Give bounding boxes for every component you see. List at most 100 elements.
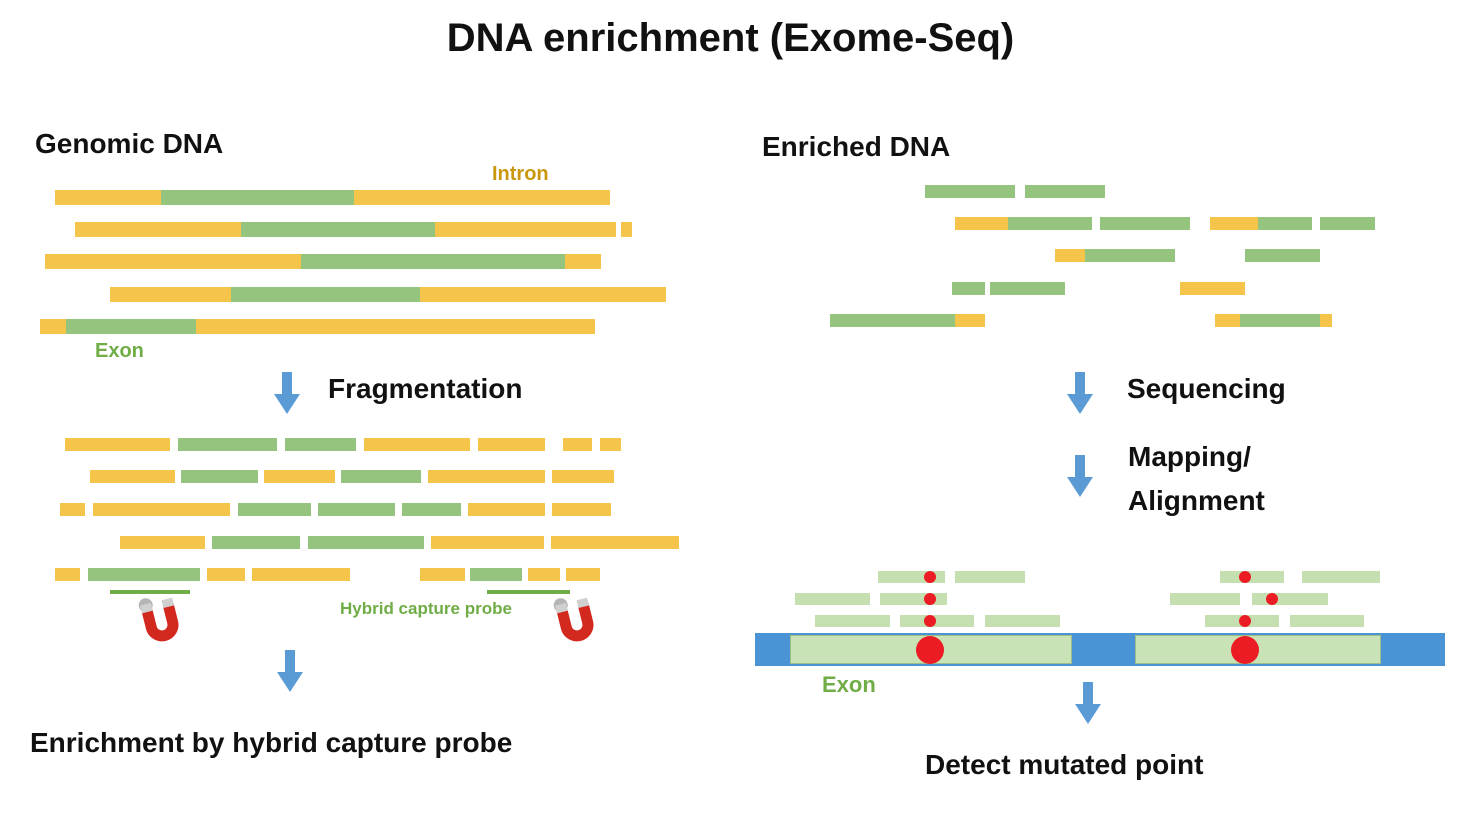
genomic-intron-segment	[565, 254, 601, 269]
enriched-exon-segment	[1008, 217, 1092, 230]
genomic-intron-segment	[354, 190, 610, 205]
fragment-intron-segment	[468, 503, 545, 516]
enriched-exon-segment	[830, 314, 955, 327]
aligned-read	[1170, 593, 1240, 605]
enriched-intron-segment	[1320, 314, 1332, 327]
fragment-intron-segment	[551, 536, 679, 549]
aligned-read	[1290, 615, 1364, 627]
fragment-exon-segment	[470, 568, 522, 581]
down-arrow-icon	[272, 372, 302, 414]
magnet-icon	[542, 588, 609, 654]
enriched-exon-segment	[1025, 185, 1105, 198]
genomic-intron-segment	[110, 287, 231, 302]
enriched-intron-segment	[1055, 249, 1085, 262]
fragment-intron-segment	[552, 470, 614, 483]
aligned-read	[815, 615, 890, 627]
fragment-intron-segment	[431, 536, 544, 549]
aligned-read	[955, 571, 1025, 583]
fragment-exon-segment	[308, 536, 424, 549]
genomic-intron-segment	[435, 222, 616, 237]
enriched-intron-segment	[1210, 217, 1258, 230]
fragment-exon-segment	[212, 536, 300, 549]
aligned-read	[1220, 571, 1284, 583]
sequencing-label: Sequencing	[1127, 373, 1286, 404]
fragment-intron-segment	[252, 568, 350, 581]
mutation-point	[916, 635, 944, 664]
magnet-icon	[127, 588, 194, 654]
down-arrow-icon	[275, 650, 305, 692]
genomic-intron-segment	[45, 254, 301, 269]
fragment-intron-segment	[120, 536, 205, 549]
diagram-title: DNA enrichment (Exome-Seq)	[446, 16, 1015, 60]
fragment-exon-segment	[318, 503, 395, 516]
alignment-label: Alignment	[1128, 485, 1265, 516]
enriched-intron-segment	[955, 314, 985, 327]
fragment-intron-segment	[552, 503, 611, 516]
fragment-intron-segment	[55, 568, 80, 581]
fragment-intron-segment	[566, 568, 600, 581]
mutation-dot	[924, 615, 936, 627]
genomic-dna-heading: Genomic DNA	[35, 128, 224, 159]
fragment-intron-segment	[60, 503, 85, 516]
aligned-read	[1302, 571, 1380, 583]
fragment-intron-segment	[65, 438, 170, 451]
mutation-dot	[1266, 593, 1278, 605]
enriched-intron-segment	[1215, 314, 1240, 327]
enrichment-label: Enrichment by hybrid capture probe	[30, 727, 513, 758]
fragment-intron-segment	[563, 438, 592, 451]
aligned-read	[880, 593, 947, 605]
fragment-intron-segment	[264, 470, 335, 483]
enriched-exon-segment	[1320, 217, 1375, 230]
enriched-exon-segment	[1100, 217, 1190, 230]
enriched-exon-segment	[990, 282, 1065, 295]
enriched-exon-segment	[1258, 217, 1312, 230]
hybrid-capture-probe-label: Hybrid capture probe	[340, 599, 512, 618]
exon-label-left: Exon	[95, 340, 144, 362]
genomic-intron-segment	[40, 319, 66, 334]
mutation-dot	[1239, 615, 1251, 627]
aligned-read	[985, 615, 1060, 627]
mutation-dot	[924, 593, 936, 605]
genomic-intron-segment	[420, 287, 666, 302]
fragment-exon-segment	[402, 503, 461, 516]
fragment-exon-segment	[285, 438, 356, 451]
mutation-dot	[924, 571, 936, 583]
genomic-intron-segment	[55, 190, 161, 205]
enriched-dna-heading: Enriched DNA	[762, 131, 951, 162]
genomic-intron-segment	[75, 222, 241, 237]
fragment-intron-segment	[93, 503, 230, 516]
down-arrow-icon	[1065, 455, 1095, 497]
genomic-exon-segment	[231, 287, 420, 302]
exon-label-right: Exon	[822, 672, 876, 697]
hybrid-capture-probe-line	[110, 590, 190, 594]
down-arrow-icon	[1065, 372, 1095, 414]
aligned-read	[1252, 593, 1328, 605]
fragment-intron-segment	[420, 568, 465, 581]
detect-mutated-point-label: Detect mutated point	[925, 749, 1204, 780]
fragment-intron-segment	[528, 568, 560, 581]
hybrid-capture-probe-line	[487, 590, 570, 594]
enriched-exon-segment	[925, 185, 1015, 198]
genomic-exon-segment	[161, 190, 354, 205]
genomic-exon-segment	[241, 222, 435, 237]
enriched-intron-segment	[955, 217, 1008, 230]
genomic-exon-segment	[66, 319, 196, 334]
fragment-intron-segment	[600, 438, 621, 451]
fragment-exon-segment	[341, 470, 421, 483]
fragment-intron-segment	[428, 470, 545, 483]
enriched-exon-segment	[952, 282, 985, 295]
aligned-read	[795, 593, 870, 605]
enriched-intron-segment	[1180, 282, 1245, 295]
mapping-label: Mapping/	[1128, 441, 1251, 472]
enriched-exon-segment	[1240, 314, 1320, 327]
fragment-intron-segment	[364, 438, 470, 451]
fragment-intron-segment	[90, 470, 175, 483]
genomic-intron-segment	[196, 319, 595, 334]
fragment-intron-segment	[478, 438, 545, 451]
fragment-exon-segment	[238, 503, 311, 516]
fragment-exon-segment	[88, 568, 200, 581]
enriched-exon-segment	[1245, 249, 1320, 262]
aligned-read	[900, 615, 974, 627]
enriched-exon-segment	[1085, 249, 1175, 262]
